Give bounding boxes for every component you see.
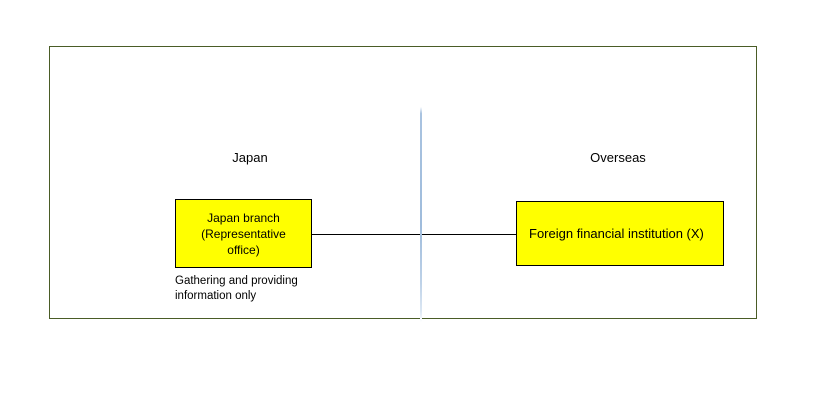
diagram-frame: Japan Overseas Japan branch (Representat…: [49, 46, 757, 322]
node-japan-branch[interactable]: Japan branch (Representative office): [175, 199, 312, 268]
japan-overseas-divider: [420, 107, 422, 322]
annotation-japan-branch-note: Gathering and providing information only: [175, 275, 298, 302]
region-label-overseas: Overseas: [590, 150, 646, 165]
node-japan-branch-label: Japan branch (Representative office): [201, 210, 286, 257]
node-foreign-institution[interactable]: Foreign financial institution (X): [516, 201, 724, 266]
connector-branch-to-institution: [312, 234, 516, 235]
region-label-japan: Japan: [232, 150, 268, 165]
node-foreign-institution-label: Foreign financial institution (X): [529, 225, 704, 241]
